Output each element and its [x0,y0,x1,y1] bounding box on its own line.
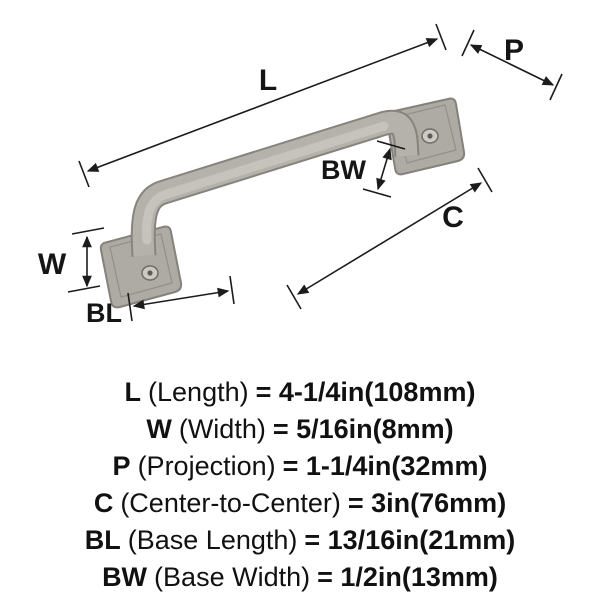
spec-symbol: P [112,451,131,481]
spec-row-width: W(Width)= 5/16in(8mm) [146,411,453,448]
spec-name: (Base Length) [127,525,298,555]
left-screw-icon [141,265,159,281]
spec-symbol: C [93,488,114,518]
spec-value: = 13/16in(21mm) [304,525,516,555]
spec-value: = 4-1/4in(108mm) [255,377,476,407]
spec-symbol: BW [102,562,148,592]
dimension-W: W [38,227,105,293]
spec-row-center-to-center: C(Center-to-Center)= 3in(76mm) [94,485,506,522]
dimension-label-P: P [504,34,524,67]
spec-row-length: L(Length)= 4-1/4in(108mm) [125,374,476,411]
spec-value: = 1-1/4in(32mm) [282,451,488,481]
dimension-label-BW: BW [321,155,366,185]
dimension-label-L: L [259,64,277,97]
dimension-P: P [461,29,563,101]
handle-dimension-diagram: L P BW C W [38,23,563,328]
dimension-C: C [286,167,493,310]
dimension-label-W: W [38,248,67,281]
spec-name: (Length) [148,377,249,407]
dimension-label-C: C [442,201,464,234]
spec-name: (Center-to-Center) [120,488,341,518]
spec-list: L(Length)= 4-1/4in(108mm) W(Width)= 5/16… [0,374,600,596]
spec-symbol: L [124,377,142,407]
spec-symbol: BL [84,525,121,555]
spec-row-projection: P(Projection)= 1-1/4in(32mm) [113,448,488,485]
spec-symbol: W [146,414,172,444]
dimension-label-BL: BL [86,298,122,328]
spec-name: (Projection) [137,451,276,481]
spec-row-base-length: BL(Base Length)= 13/16in(21mm) [85,522,515,559]
right-screw-icon [421,128,439,144]
dimension-BL: BL [86,275,235,328]
dimension-L: L [78,23,447,188]
spec-name: (Width) [178,414,266,444]
pull-handle [99,97,466,309]
handle-grip [130,109,420,257]
spec-name: (Base Width) [154,562,311,592]
spec-row-base-width: BW(Base Width)= 1/2in(13mm) [102,559,498,596]
spec-value: = 1/2in(13mm) [317,562,498,592]
spec-value: = 3in(76mm) [347,488,507,518]
spec-value: = 5/16in(8mm) [272,414,454,444]
